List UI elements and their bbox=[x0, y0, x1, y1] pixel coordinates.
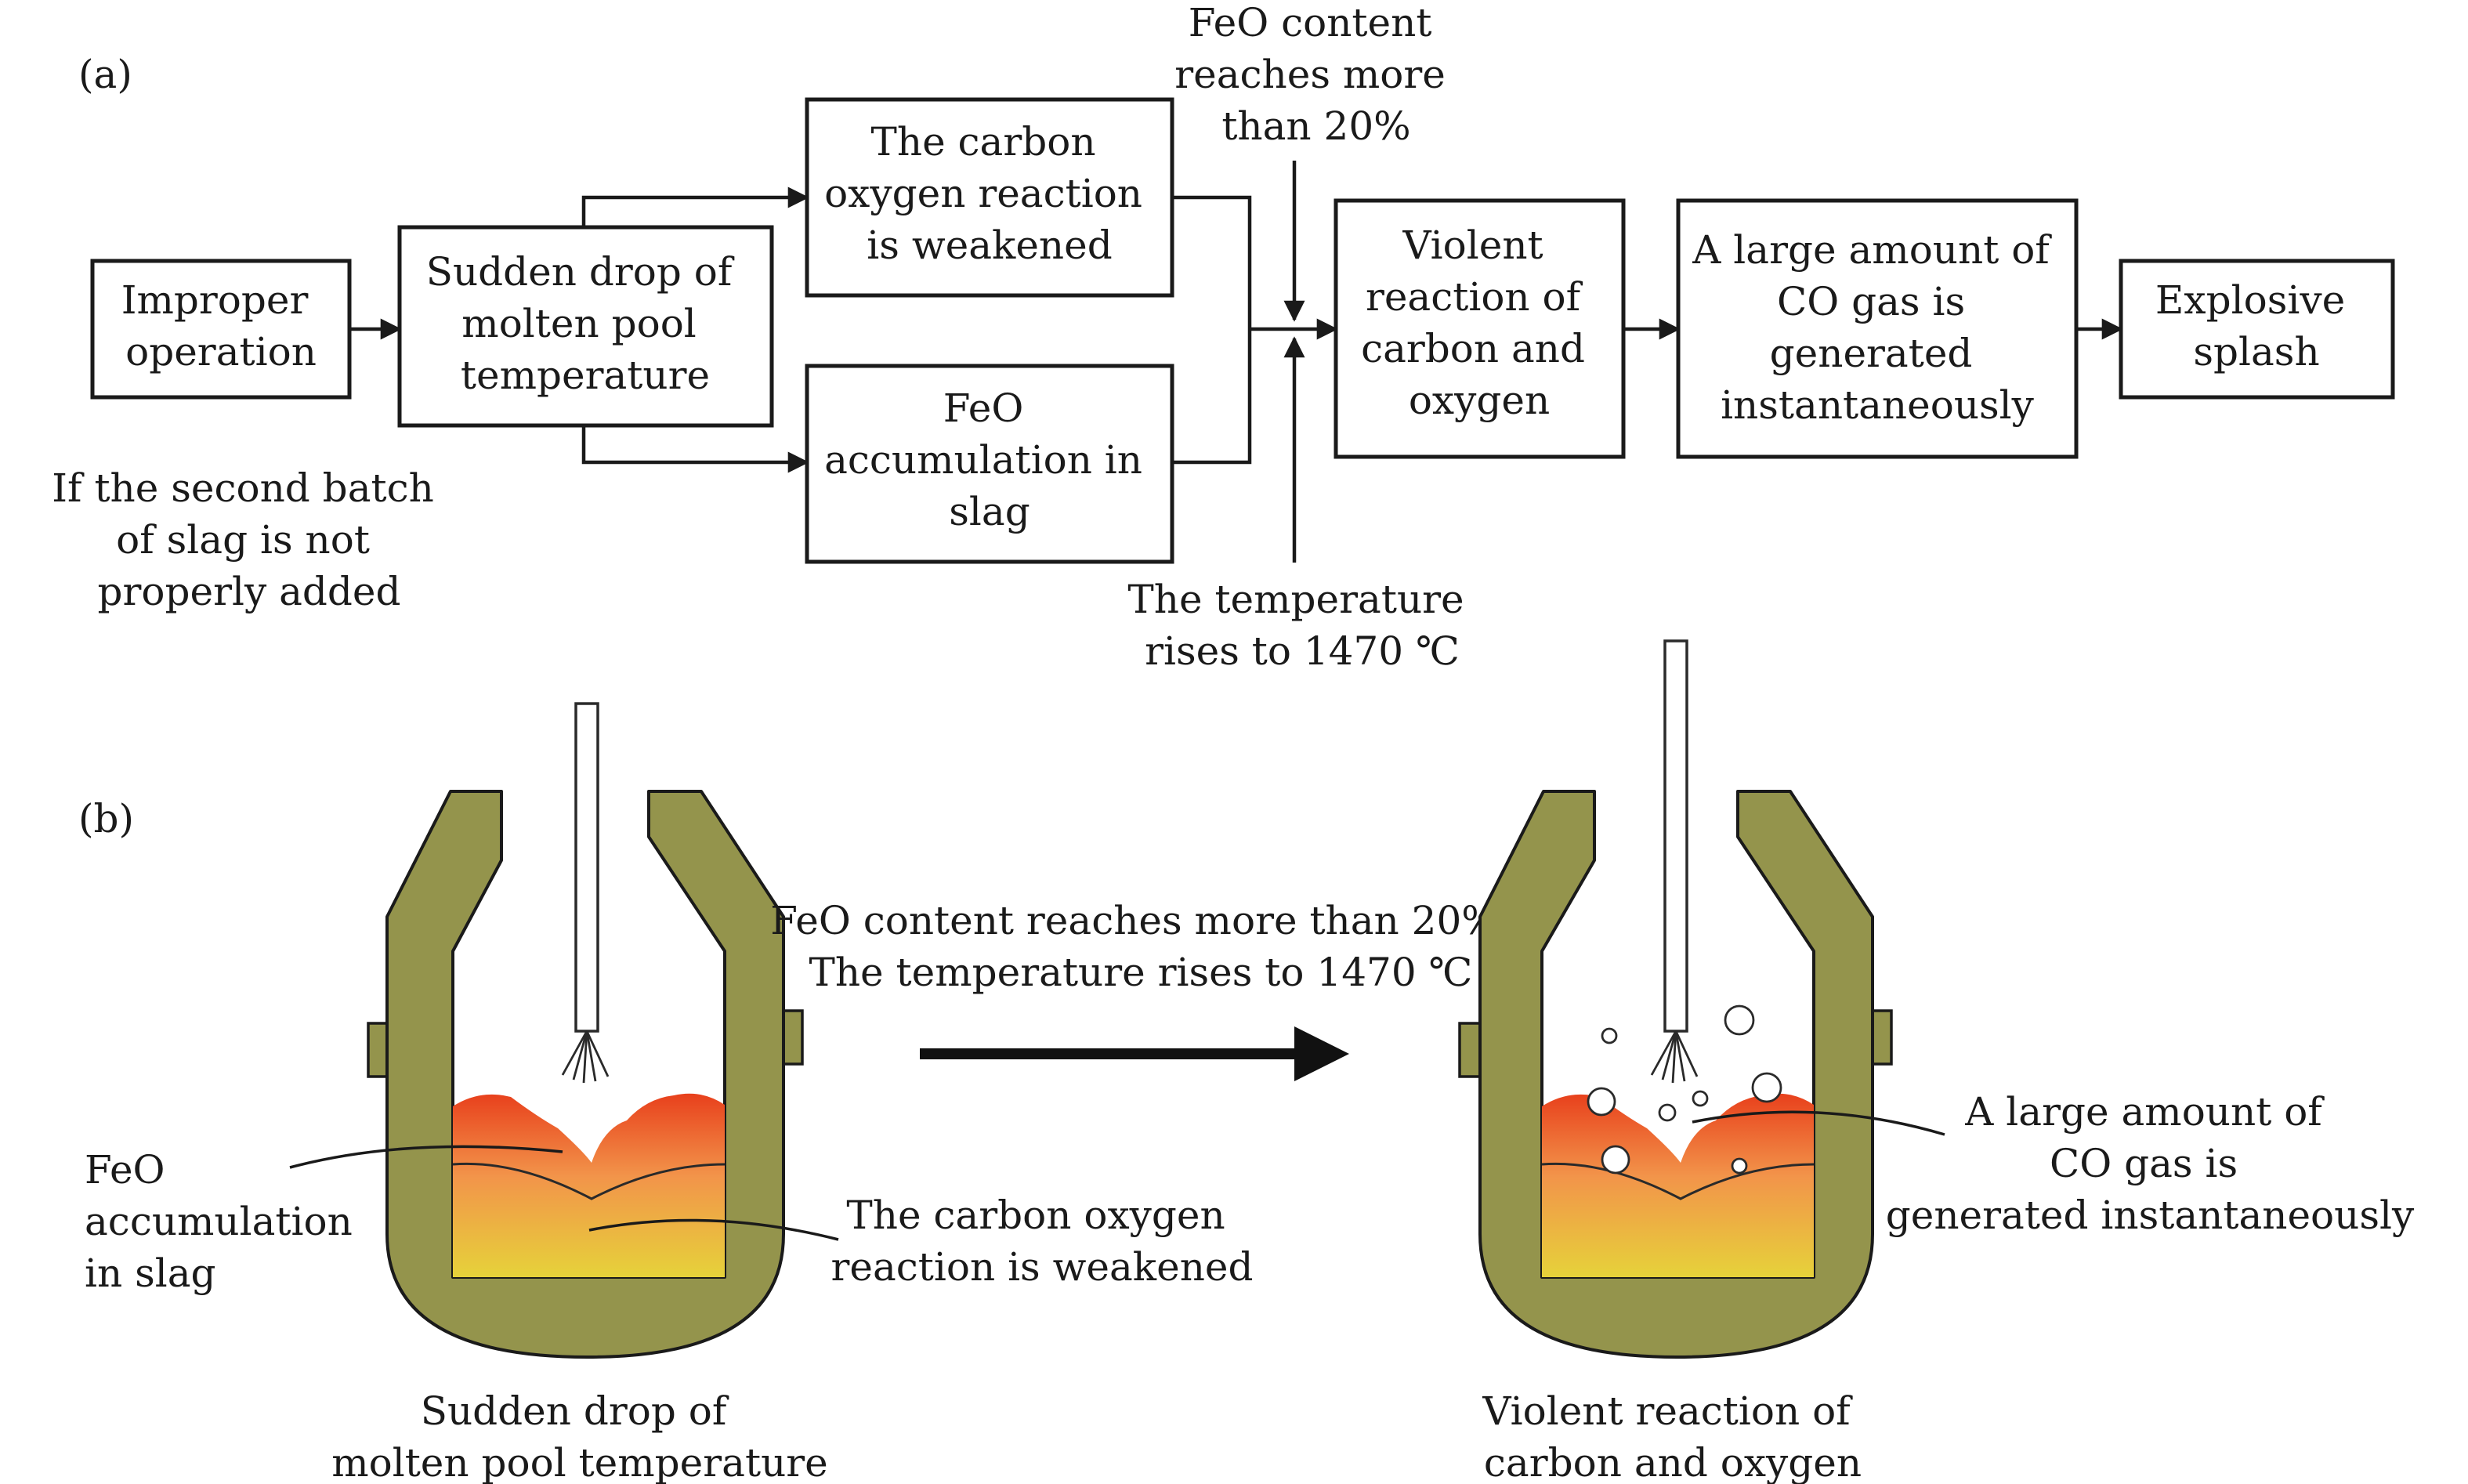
box-co-gas bbox=[1676, 198, 2079, 459]
co-gas-bubbles bbox=[1587, 1004, 1782, 1175]
right-co-label: A large amount of CO gas is generated in… bbox=[1886, 1089, 2415, 1238]
panel-b: (b) FeO content reaches more than 20% Th… bbox=[78, 639, 2415, 1484]
transition-arrow bbox=[920, 1026, 1349, 1081]
left-reaction-label: The carbon oxygen reaction is weakened bbox=[831, 1193, 1253, 1290]
right-molten-pool bbox=[1542, 1093, 1814, 1277]
panel-a: (a) Improper operation Sudden drop of mo… bbox=[52, 0, 2395, 674]
right-oxygen-lance bbox=[1663, 639, 1688, 1033]
box-explosive-splash bbox=[2119, 259, 2395, 400]
left-oxygen-jet bbox=[561, 1030, 610, 1084]
right-converter bbox=[1458, 639, 1945, 1359]
right-converter-caption: Violent reaction of carbon and oxygen bbox=[1482, 1388, 1862, 1484]
transition-conditions: FeO content reaches more than 20% The te… bbox=[770, 898, 1511, 995]
feo-accumulation-text: FeO accumulation in slag bbox=[824, 385, 1155, 534]
improper-operation-text: Improper operation bbox=[121, 277, 321, 375]
slag-condition-note: If the second batch of slag is not prope… bbox=[52, 465, 446, 614]
arrow-drop-to-carbon bbox=[581, 186, 809, 227]
carbon-weakened-text: The carbon oxygen reaction is weakened bbox=[824, 119, 1155, 268]
sudden-drop-text: Sudden drop of molten pool temperature bbox=[426, 249, 745, 398]
right-oxygen-jet bbox=[1650, 1030, 1699, 1084]
left-oxygen-lance bbox=[574, 702, 599, 1033]
feo-threshold-note: FeO content reaches more than 20% bbox=[1174, 0, 1458, 149]
left-feo-label: FeO accumulation in slag bbox=[85, 1147, 365, 1296]
temperature-rise-note: The temperature rises to 1470 ℃ bbox=[1127, 577, 1476, 674]
arrow-drop-to-feo bbox=[581, 425, 809, 473]
left-reaction-leader bbox=[588, 1218, 839, 1241]
left-feo-leader bbox=[289, 1145, 563, 1169]
box-sudden-drop bbox=[397, 225, 774, 428]
box-violent-reaction bbox=[1334, 198, 1626, 459]
panel-a-label: (a) bbox=[78, 52, 132, 97]
left-converter-shell bbox=[385, 790, 785, 1359]
explosive-splash-text: Explosive splash bbox=[2155, 277, 2358, 375]
right-converter-lug-left bbox=[1458, 1022, 1482, 1078]
left-slag-boundary bbox=[452, 1162, 726, 1200]
left-converter-caption: Sudden drop of molten pool temperature bbox=[331, 1388, 828, 1484]
left-converter-lug-left bbox=[367, 1022, 390, 1078]
right-slag-boundary bbox=[1541, 1162, 1815, 1200]
connector-carbon-out bbox=[1172, 195, 1252, 329]
left-converter bbox=[289, 702, 839, 1359]
right-co-leader bbox=[1692, 1110, 1945, 1136]
violent-reaction-text: Violent reaction of carbon and oxygen bbox=[1361, 223, 1598, 423]
box-feo-accumulation bbox=[805, 364, 1174, 564]
co-gas-text: A large amount of CO gas is generated in… bbox=[1692, 227, 2061, 428]
connector-feo-out bbox=[1172, 329, 1252, 465]
box-carbon-weakened bbox=[805, 97, 1174, 298]
right-converter-shell bbox=[1478, 790, 1874, 1359]
box-improper-operation bbox=[90, 259, 352, 400]
panel-b-label: (b) bbox=[78, 796, 134, 842]
left-molten-pool bbox=[453, 1093, 725, 1277]
